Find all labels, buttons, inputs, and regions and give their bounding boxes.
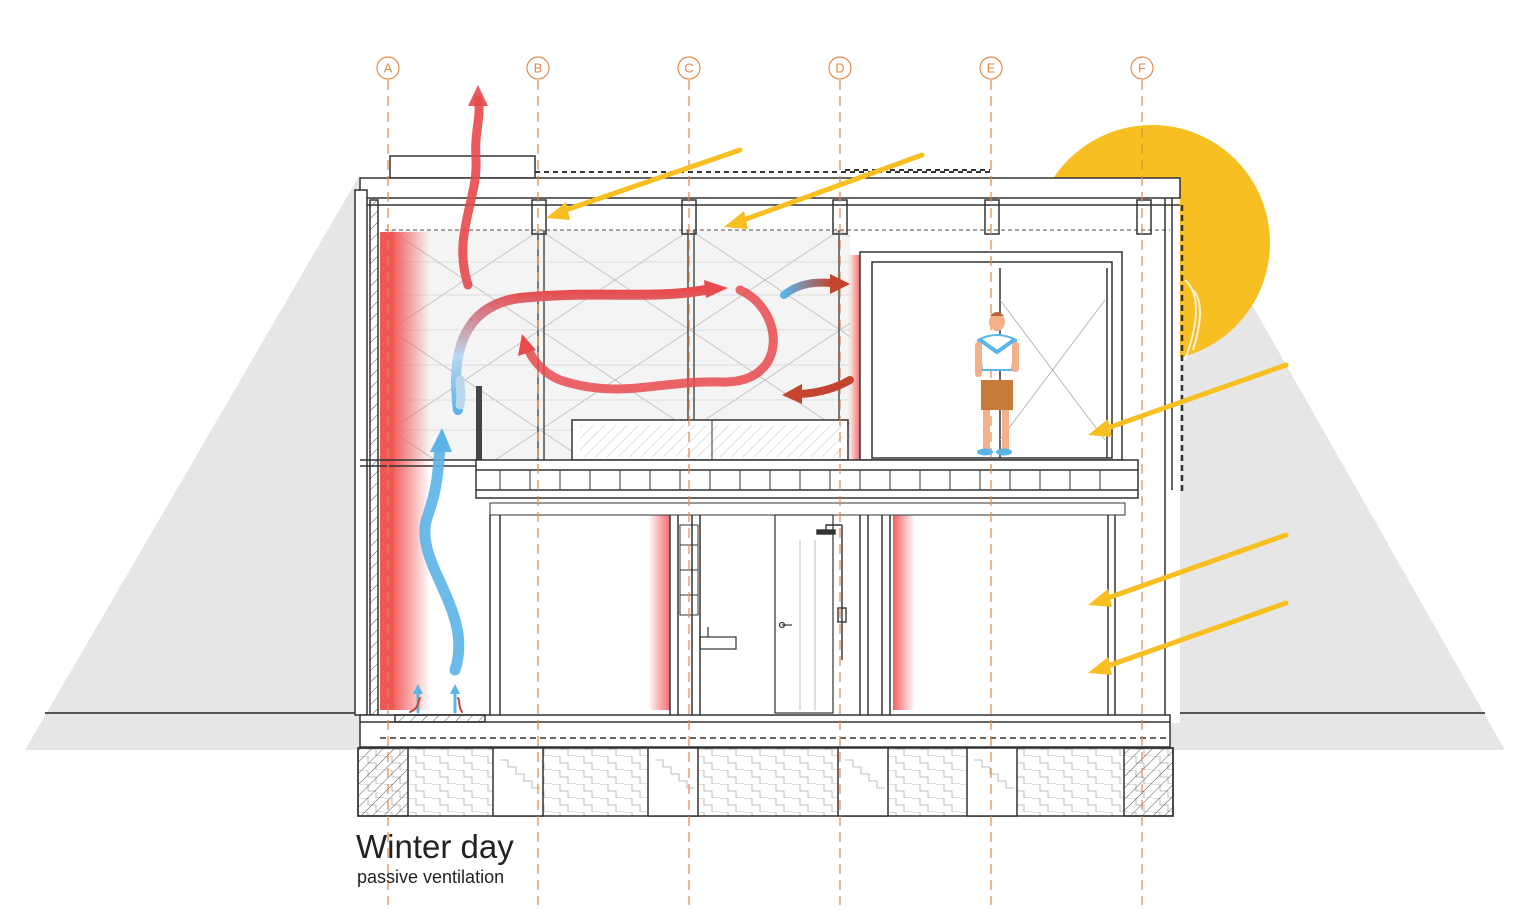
grid-axis-b: B — [526, 56, 550, 905]
sun-ray-arrow — [1088, 600, 1289, 675]
warm-air-loop-arrow — [518, 285, 778, 394]
air-flows — [409, 85, 854, 714]
grid-label: D — [835, 61, 844, 76]
grid-bubble — [828, 56, 852, 80]
grid-label: E — [987, 61, 996, 76]
grid-axis-f: F — [1130, 56, 1154, 905]
return-air-arrow — [782, 376, 854, 404]
bathroom — [699, 514, 834, 714]
grid-axes: A B C D E F — [376, 56, 1154, 905]
balustrade — [476, 386, 849, 462]
grid-axis-d: D — [828, 56, 852, 905]
heated-wall-upper — [848, 255, 860, 460]
heated-wall-lower-2 — [893, 515, 915, 710]
sun-ray-arrow — [546, 147, 743, 220]
heated-wall-left — [380, 232, 394, 710]
heated-wall-lower-1 — [648, 515, 670, 710]
grid-label: F — [1138, 61, 1146, 76]
person-icon — [975, 312, 1019, 456]
grid-bubble — [376, 56, 400, 80]
shower-icon — [816, 524, 847, 660]
caption-subtitle: passive ventilation — [357, 867, 505, 887]
intermediate-floor — [360, 459, 1139, 516]
grid-label: B — [534, 61, 543, 76]
warm-air-exhaust-arrow — [458, 85, 488, 290]
grid-bubble — [979, 56, 1003, 80]
grid-axis-c: C — [677, 56, 701, 905]
grid-axis-e: E — [979, 56, 1003, 905]
cool-to-warm-arrow — [780, 274, 850, 299]
foundation — [357, 747, 1174, 817]
sun-ray-arrow — [724, 152, 925, 229]
sun-ray-arrow — [1088, 532, 1289, 607]
grid-label: A — [384, 61, 393, 76]
sun-ray-arrow — [1088, 362, 1289, 437]
fresh-air-intake-arrow — [419, 375, 466, 676]
grid-label: C — [684, 61, 693, 76]
grid-bubble — [1130, 56, 1154, 80]
floor-inlet-arrows — [409, 684, 463, 714]
caption-title: Winter day — [356, 828, 514, 865]
grid-bubble — [677, 56, 701, 80]
rising-air-left-arrow — [451, 280, 728, 415]
ground-floor-slab — [359, 714, 1171, 748]
roof-structure — [359, 155, 1181, 235]
grid-axis-a: A — [376, 56, 400, 905]
grid-bubble — [526, 56, 550, 80]
sun-rays — [546, 147, 1289, 675]
